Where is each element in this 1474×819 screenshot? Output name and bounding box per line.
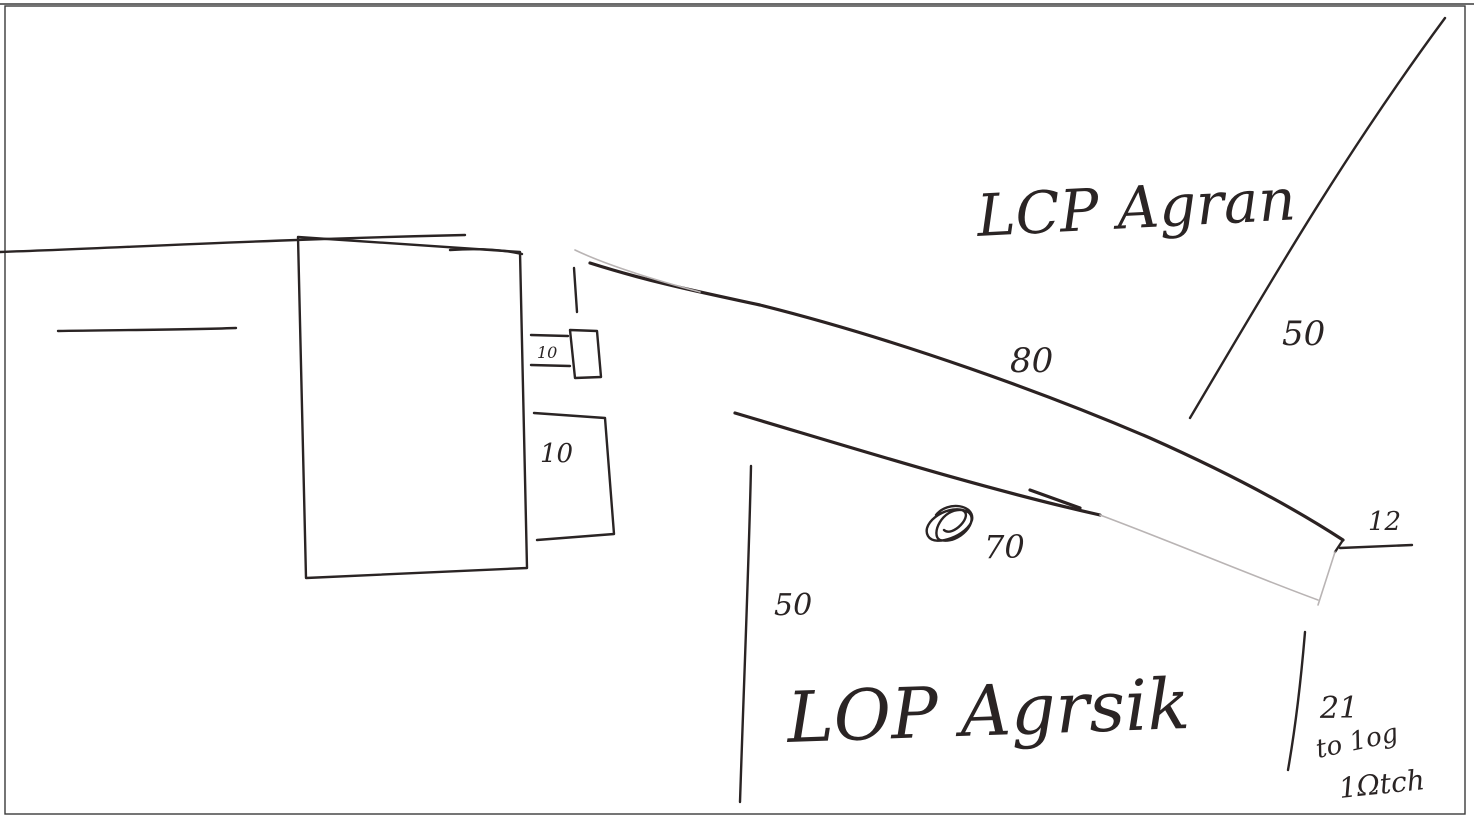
top-road-faint-start (575, 250, 700, 292)
lower-area-left-wall (740, 466, 751, 802)
small-box-width-label: 10 (537, 343, 557, 362)
paper-frame (5, 6, 1465, 814)
scribble-mark (927, 506, 973, 541)
top-road-length-label: 80 (1010, 341, 1053, 381)
diagonal-length-label: 50 (1282, 314, 1325, 354)
top-road-line (590, 263, 1343, 540)
left-short-line (58, 328, 236, 331)
lower-road-length-label: 70 (984, 528, 1025, 566)
upper-area-label: LCP Agran (974, 165, 1297, 250)
lower-road-line (735, 413, 1100, 515)
note-line-1: 21 (1319, 691, 1358, 726)
small-vertical-tick (574, 268, 577, 312)
right-vertical-line (1288, 632, 1305, 770)
left-wall-length-label: 50 (774, 588, 812, 623)
road-end-connector (1335, 540, 1343, 552)
end-width-line (1340, 545, 1412, 548)
road-end-faint-edge (1318, 552, 1335, 605)
large-building-rect (298, 237, 527, 578)
bottom-box-width-label: 10 (540, 439, 573, 469)
bottom-box (534, 413, 614, 540)
lower-area-label: LOP Agrsik (784, 663, 1191, 759)
lower-road-faint-continuation (1100, 515, 1318, 600)
note-line-3: 1Ωtch (1337, 763, 1426, 805)
large-building-top-stroke (450, 249, 522, 254)
end-width-label: 12 (1368, 507, 1401, 537)
small-box (570, 330, 601, 378)
